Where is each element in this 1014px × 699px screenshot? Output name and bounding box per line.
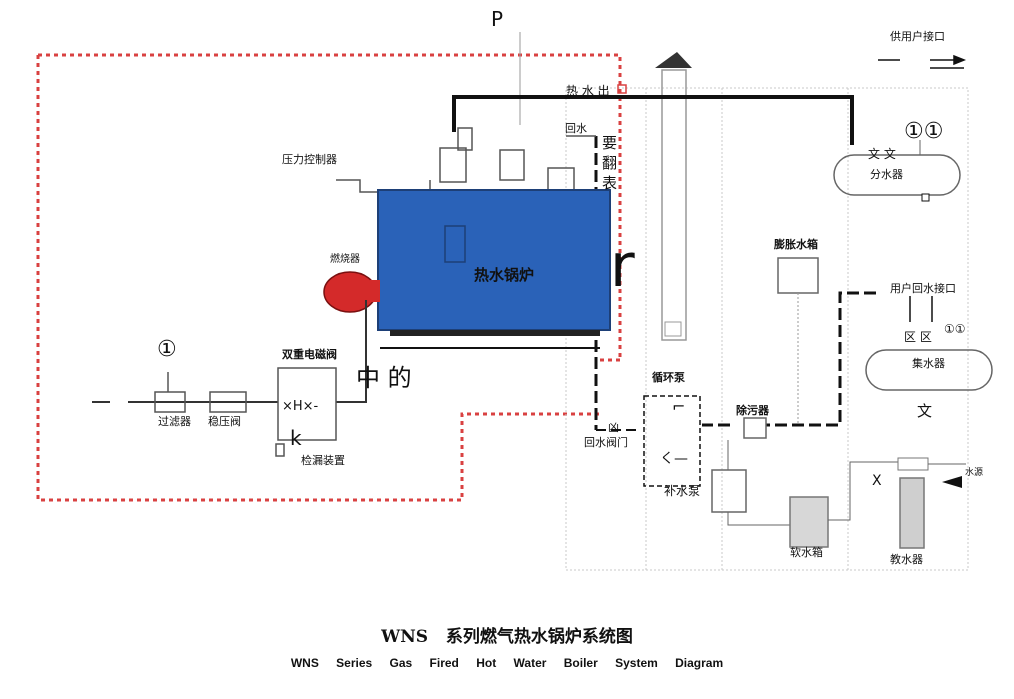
label-makeup-pump: 补水泵: [664, 484, 700, 498]
label-pressure-controller: 压力控制器: [282, 152, 337, 166]
label-gauge-1: 要: [602, 134, 617, 152]
circulating-pump: [643, 395, 701, 487]
makeup-pump: [711, 469, 747, 513]
caption-zh: WNS 系列燃气热水锅炉系统图: [0, 622, 1014, 647]
decontaminator: [743, 417, 767, 439]
collector-return-pipe: [702, 291, 876, 427]
label-circ-pump: 循环泵: [652, 370, 685, 384]
label-distributor: 分水器: [870, 168, 903, 181]
label-boiler: 热水锅炉: [474, 266, 534, 284]
water-distributor: [833, 154, 961, 196]
region-grid: [565, 87, 969, 571]
label-return-interface: 用户回水接口: [890, 281, 956, 295]
label-gauge-3: 表: [602, 174, 617, 192]
water-collector: [865, 349, 993, 391]
label-collector-ids: ①①: [944, 322, 966, 336]
label-tap-water: 水源: [965, 466, 983, 478]
label-distributor-marks: 文 文: [868, 146, 896, 161]
tap-arrow: [942, 476, 962, 488]
burner: [323, 271, 380, 313]
supply-arrows: [878, 54, 967, 69]
caption-zh-prefix: WNS: [381, 627, 429, 647]
gas-components: [154, 367, 337, 457]
label-expansion-tank: 膨胀水箱: [773, 237, 818, 251]
label-x: X: [872, 473, 882, 489]
label-k: k: [290, 426, 302, 450]
caption-zh-text: 系列燃气热水锅炉系统图: [445, 627, 633, 647]
label-circ-pump-sym2: く—: [660, 451, 688, 467]
label-water-treater: 教水器: [890, 553, 923, 566]
label-distributor-ids: ①①: [904, 119, 943, 144]
expansion-tank: [777, 257, 819, 294]
makeup-feed: [727, 512, 792, 526]
soft-water-tank: [789, 496, 829, 548]
label-regulator: 稳压阀: [208, 414, 241, 428]
label-collector-marks: 区 区: [904, 330, 932, 344]
boiler-door: [444, 225, 466, 263]
label-circled-one-gas: ①: [157, 337, 177, 362]
hot-water-boiler: [377, 189, 611, 331]
distributor-small-valve: [921, 193, 930, 202]
label-hot-water-out: 热 水 出: [566, 84, 610, 98]
label-circ-pump-sym1: ⌐: [672, 397, 685, 416]
boiler-system-diagram: P 供用户接口 热 水 出 回水 要 翻 表 压力控制器 燃烧器 热水锅炉 r …: [36, 7, 993, 571]
label-collector: 集水器: [912, 356, 945, 370]
chimney: [655, 52, 692, 341]
label-return-valve-top: 凶: [608, 421, 619, 434]
label-decontaminator: 除污器: [736, 403, 770, 417]
label-return-water: 回水: [565, 122, 587, 135]
label-burner: 燃烧器: [330, 252, 360, 265]
treater-head: [897, 457, 929, 471]
hot-water-out-marker: [617, 84, 627, 94]
label-h-symbol: ×H×-: [282, 399, 319, 414]
label-zhong-de: 中 的: [356, 364, 412, 392]
gas-pipe: [92, 300, 367, 403]
water-treater: [899, 477, 925, 549]
soft-tank-feed: [828, 461, 898, 521]
label-filter: 过滤器: [158, 415, 191, 428]
label-soft-tank: 软水箱: [790, 545, 823, 559]
return-arrows: [909, 296, 933, 322]
caption-en: WNS Series Gas Fired Hot Water Boiler Sy…: [290, 656, 724, 670]
label-return-valve: 回水阀门: [584, 435, 628, 449]
label-dual-solenoid: 双重电磁阀: [282, 347, 337, 361]
label-collector-out: 文: [917, 402, 932, 420]
boiler-top-fittings: [336, 127, 596, 193]
label-gauge-2: 翻: [602, 154, 617, 172]
hot-water-supply-pipe: [452, 95, 854, 145]
label-r: r: [610, 231, 635, 301]
label-leak-detector: 检漏装置: [301, 453, 345, 467]
boiler-base: [390, 330, 600, 336]
label-p: P: [491, 7, 503, 31]
label-supply-interface: 供用户接口: [890, 29, 945, 43]
